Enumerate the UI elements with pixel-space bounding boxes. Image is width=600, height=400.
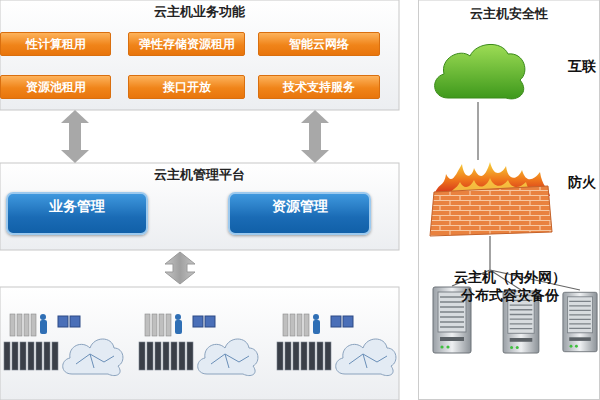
node-label: 性计算租用 (1, 37, 110, 52)
node-label: 技术支持服务 (259, 80, 379, 95)
server-group: 云主机（内外网）分布式容灾备份 (422, 262, 598, 396)
node-label: 接口开放 (129, 80, 244, 95)
function-button: 接口开放 (128, 75, 245, 99)
node-label: 互联 (565, 58, 598, 76)
text-group: 云主机业务功能 (0, 4, 399, 21)
text-group: 互联 (565, 58, 598, 76)
function-button: 资源池租用 (0, 75, 111, 99)
internet-cloud: 互联 (428, 38, 598, 102)
text-group: 接口开放 (129, 80, 244, 95)
text-group: 弹性存储资源租用 (129, 37, 244, 52)
text-group: 性计算租用 (1, 37, 110, 52)
function-button: 弹性存储资源租用 (128, 32, 245, 56)
firewall: 防火 (428, 160, 598, 236)
text-group: 云主机安全性 (418, 6, 600, 23)
network-line (489, 236, 490, 262)
double-arrow (69, 123, 81, 150)
double-arrow (309, 123, 321, 150)
security-panel: 云主机安全性互联防火云主机（内外网）分布式容灾备份 (418, 0, 600, 400)
management-button: 资源管理 (228, 192, 371, 235)
management-button: 业务管理 (6, 192, 148, 235)
panel-title: 云主机管理平台 (0, 167, 399, 184)
panel-title: 云主机安全性 (418, 6, 600, 23)
node-label: 防火 (565, 174, 598, 192)
network-line (477, 102, 478, 160)
panel-title: 云主机业务功能 (0, 4, 399, 21)
text-group: 资源管理 (230, 198, 369, 216)
text-group: 防火 (565, 174, 598, 192)
text-group: 资源池租用 (1, 80, 110, 95)
text-group: 云主机管理平台 (0, 167, 399, 184)
platform-panel: 云主机管理平台业务管理 资源管理 (0, 163, 399, 250)
node-label: 弹性存储资源租用 (129, 37, 244, 52)
node-label: 分布式容灾备份 (422, 286, 598, 304)
text-group: 智能云网络 (259, 37, 379, 52)
node-label: 资源池租用 (1, 80, 110, 95)
node-label: 智能云网络 (259, 37, 379, 52)
function-button: 技术支持服务 (258, 75, 380, 99)
node-label: 资源管理 (230, 198, 369, 216)
node-label: 云主机（内外网） (422, 268, 598, 286)
text-group: 业务管理 (8, 198, 146, 216)
function-button: 智能云网络 (258, 32, 380, 56)
function-button: 性计算租用 (0, 32, 111, 56)
text-group: 云主机（内外网）分布式容灾备份 (422, 268, 598, 394)
node-label: 业务管理 (8, 198, 146, 216)
text-group: 技术支持服务 (259, 80, 379, 95)
function-panel: 云主机业务功能性计算租用 弹性存储资源租用智能云网络资源池租用 接口开放技术支持服务 (0, 0, 399, 110)
